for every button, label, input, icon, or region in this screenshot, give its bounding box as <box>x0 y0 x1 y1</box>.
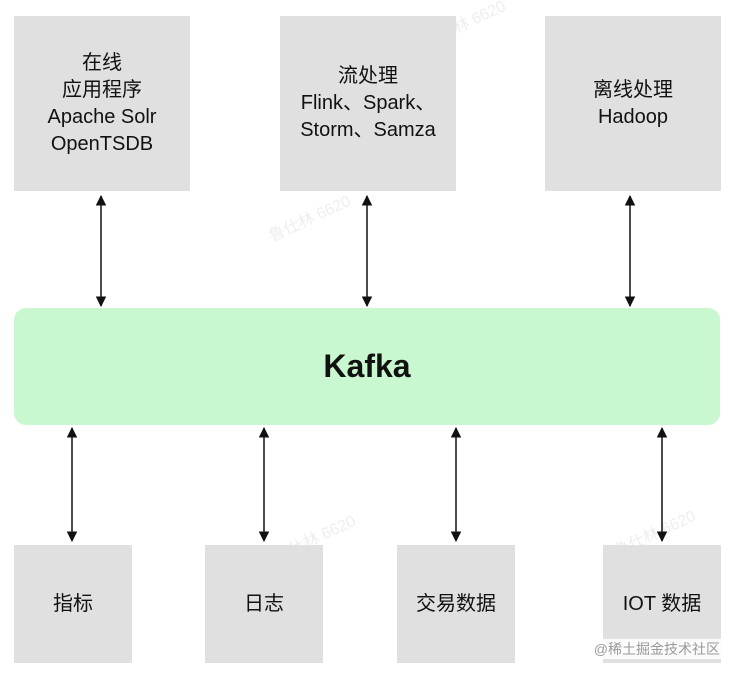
logs-label: 日志 <box>244 592 284 615</box>
kafka-hub: Kafka <box>14 308 720 425</box>
metrics-box: 指标 <box>14 545 132 663</box>
logs-box: 日志 <box>205 545 323 663</box>
online-apps-line: OpenTSDB <box>50 132 154 155</box>
stream-processing-line: 流处理 <box>338 65 398 87</box>
online-apps-line: 在线 <box>82 51 122 74</box>
offline-processing-box: 离线处理 Hadoop <box>545 16 721 191</box>
stream-processing-box: 流处理 Flink、Spark、 Storm、Samza <box>280 16 456 191</box>
metrics-label: 指标 <box>53 592 93 615</box>
stream-processing-line: Storm、Samza <box>300 119 436 141</box>
kafka-label: Kafka <box>323 348 411 384</box>
online-apps-line: Apache Solr <box>47 105 157 128</box>
stream-processing-line: Flink、Spark、 <box>300 92 436 114</box>
trade-data-box: 交易数据 <box>397 545 515 663</box>
offline-processing-line: Hadoop <box>597 105 669 128</box>
watermark: 鲁仕林 6620 <box>266 192 354 246</box>
online-apps-line: 应用程序 <box>62 78 142 101</box>
iot-data-label: IOT 数据 <box>622 592 702 615</box>
trade-data-label: 交易数据 <box>416 592 496 615</box>
offline-processing-line: 离线处理 <box>593 78 673 101</box>
online-apps-box: 在线 应用程序 Apache Solr OpenTSDB <box>14 16 190 191</box>
source-credit: @稀土掘金技术社区 <box>591 639 722 659</box>
